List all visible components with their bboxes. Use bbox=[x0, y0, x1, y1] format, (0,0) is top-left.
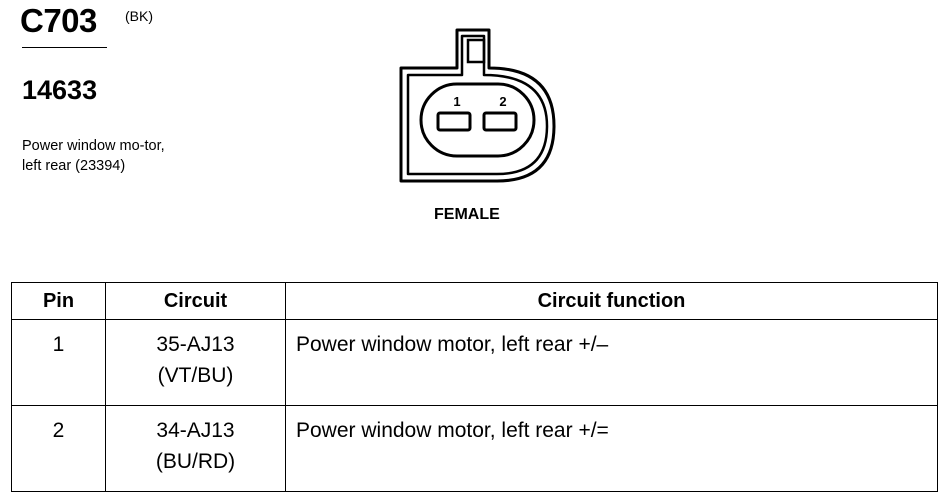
cell-circuit: 34-AJ13 (BU/RD) bbox=[105, 405, 286, 492]
pin-number: 1 bbox=[453, 94, 460, 109]
connector-description: Power window mo-tor, left rear (23394) bbox=[22, 138, 165, 174]
header-circuit-function: Circuit function bbox=[285, 282, 938, 320]
pin-2-terminal bbox=[482, 111, 518, 132]
circuit-number: 35-AJ13 bbox=[156, 333, 235, 356]
pin-number: 2 bbox=[499, 94, 506, 109]
connector-id: C703 bbox=[20, 2, 97, 39]
circuit-wire-color: (BU/RD) bbox=[155, 450, 236, 473]
header-pin: Pin bbox=[11, 282, 106, 320]
connector-housing-outline bbox=[399, 28, 556, 183]
connector-latch bbox=[466, 38, 486, 64]
part-number: 14633 bbox=[22, 75, 98, 105]
pin-1-terminal bbox=[436, 111, 472, 132]
table-row: 1 35-AJ13 (VT/BU) Power window motor, le… bbox=[11, 319, 938, 406]
pin-table: Pin Circuit Circuit function 1 35-AJ13 (… bbox=[11, 282, 938, 492]
table-row: 2 34-AJ13 (BU/RD) Power window motor, le… bbox=[11, 405, 938, 492]
connector-color-code: (BK) bbox=[125, 8, 153, 24]
header-circuit: Circuit bbox=[105, 282, 286, 320]
circuit-wire-color: (VT/BU) bbox=[157, 364, 234, 387]
connector-face-diagram: 1 2 bbox=[399, 28, 556, 183]
terminal-cavity bbox=[419, 82, 536, 158]
table-header-row: Pin Circuit Circuit function bbox=[11, 282, 938, 320]
circuit-number: 34-AJ13 bbox=[156, 419, 235, 442]
connector-id-underline bbox=[22, 47, 107, 48]
cell-circuit-function: Power window motor, left rear +/= bbox=[285, 405, 938, 492]
cell-circuit: 35-AJ13 (VT/BU) bbox=[105, 319, 286, 406]
connector-housing-inner bbox=[406, 34, 549, 176]
cell-pin: 1 bbox=[11, 319, 106, 406]
cell-circuit-function: Power window motor, left rear +/– bbox=[285, 319, 938, 406]
connector-gender-label: FEMALE bbox=[434, 206, 500, 223]
cell-pin: 2 bbox=[11, 405, 106, 492]
